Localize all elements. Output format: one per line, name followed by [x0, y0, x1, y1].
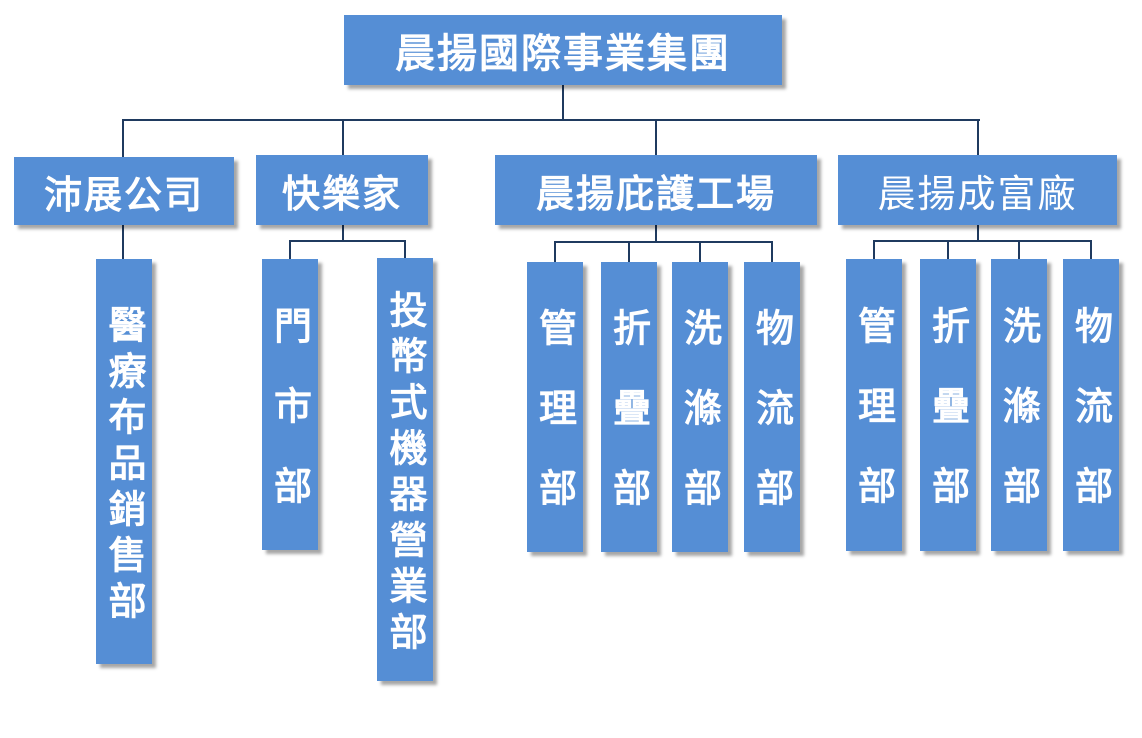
department-node: 投幣式機器營業部 [377, 258, 433, 681]
connector [554, 241, 556, 262]
department-node: 洗滌部 [991, 259, 1047, 551]
connector [122, 225, 124, 259]
connector [873, 240, 1092, 242]
connector [342, 225, 344, 241]
connector [873, 240, 875, 259]
department-node: 門市部 [262, 259, 318, 550]
connector [289, 240, 406, 242]
division-node: 快樂家 [256, 155, 428, 225]
department-node: 物流部 [1063, 259, 1119, 551]
department-node: 折疊部 [601, 262, 657, 552]
connector [1018, 240, 1020, 259]
connector [655, 225, 657, 242]
connector [1090, 240, 1092, 259]
department-node: 管理部 [846, 259, 902, 551]
connector [977, 119, 979, 155]
department-node: 折疊部 [920, 259, 976, 551]
connector [554, 241, 773, 243]
connector [977, 225, 979, 241]
division-node: 晨揚成富廠 [838, 155, 1117, 225]
division-node: 晨揚庇護工場 [495, 155, 817, 225]
connector [289, 240, 291, 259]
connector [628, 241, 630, 262]
connector [947, 240, 949, 259]
connector [404, 240, 406, 258]
department-node: 醫療布品銷售部 [96, 259, 152, 664]
connector [655, 119, 657, 155]
division-node: 沛展公司 [14, 157, 234, 225]
connector [562, 85, 564, 121]
connector [123, 119, 980, 121]
connector [122, 119, 124, 157]
connector [699, 241, 701, 262]
connector [342, 119, 344, 155]
department-node: 管理部 [527, 262, 583, 552]
org-root-node: 晨揚國際事業集團 [344, 15, 782, 85]
department-node: 物流部 [744, 262, 800, 552]
department-node: 洗滌部 [672, 262, 728, 552]
connector [771, 241, 773, 262]
